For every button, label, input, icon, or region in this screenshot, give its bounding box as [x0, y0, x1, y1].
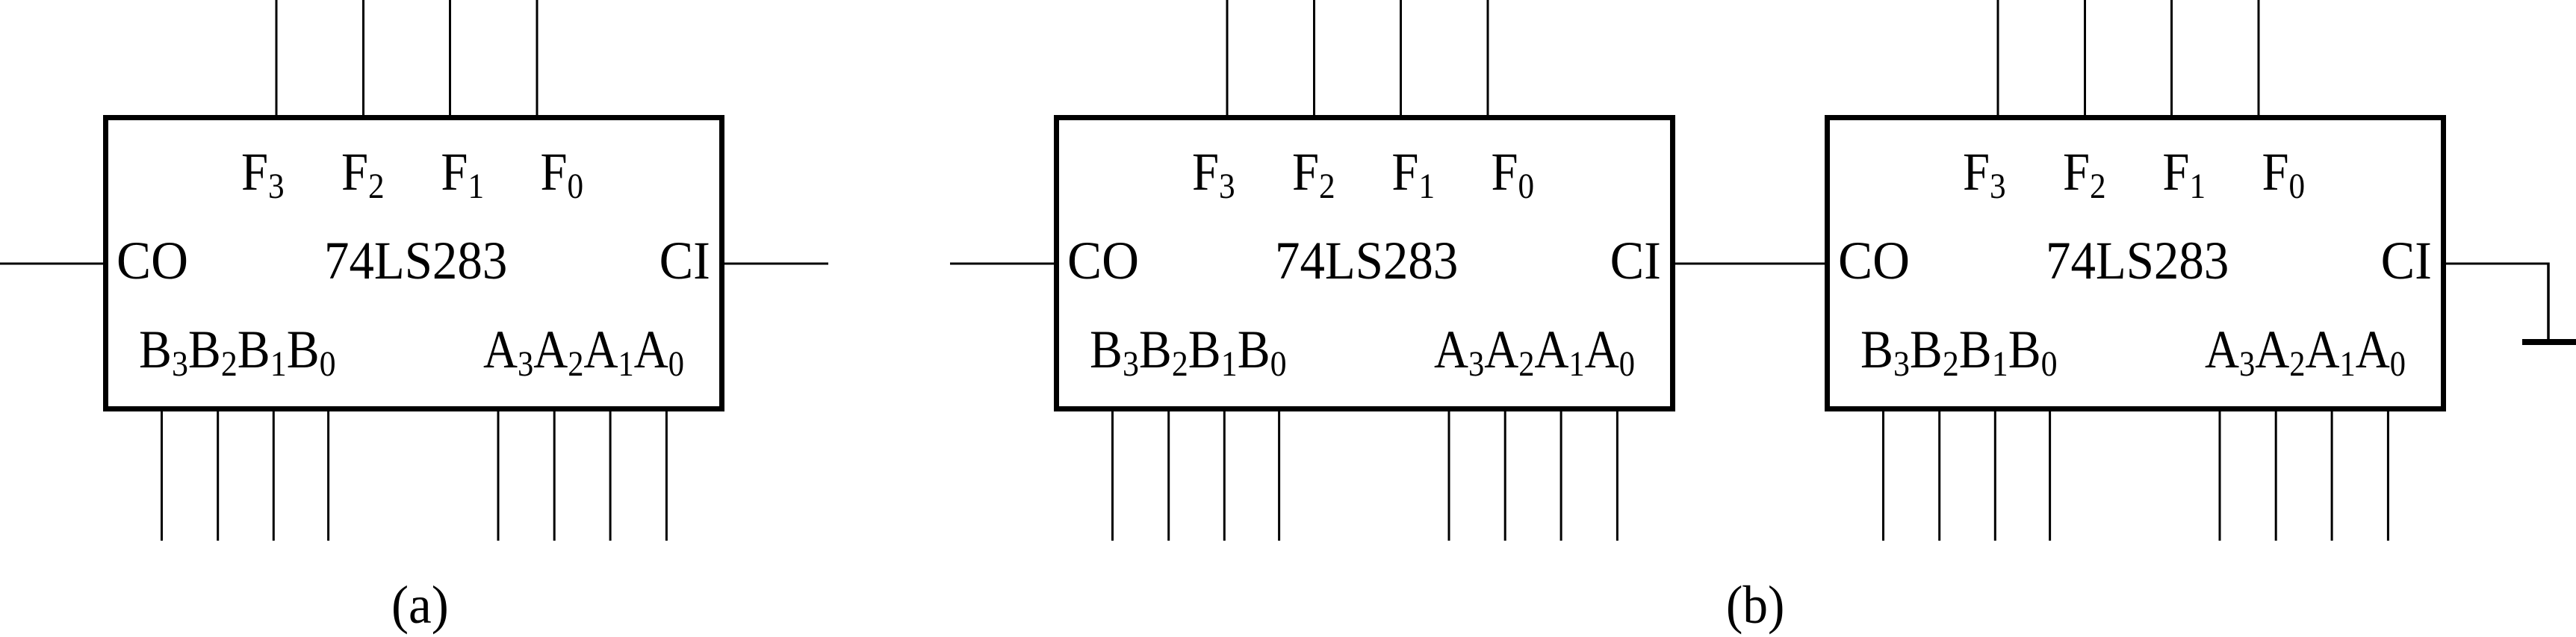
- svg-text:B3B2B1B0: B3B2B1B0: [139, 320, 336, 383]
- svg-text:F1: F1: [441, 142, 484, 206]
- svg-text:B3B2B1B0: B3B2B1B0: [1090, 320, 1287, 383]
- svg-text:F2: F2: [1292, 142, 1335, 206]
- svg-text:F0: F0: [2262, 142, 2306, 206]
- svg-text:CO: CO: [117, 232, 188, 291]
- svg-text:F0: F0: [541, 142, 584, 206]
- svg-text:74LS283: 74LS283: [1275, 232, 1458, 291]
- svg-text:A3A2A1A0: A3A2A1A0: [483, 319, 684, 383]
- svg-text:CI: CI: [2381, 231, 2432, 290]
- svg-text:A3A2A1A0: A3A2A1A0: [1434, 319, 1635, 383]
- svg-text:CI: CI: [659, 231, 710, 290]
- svg-text:(b): (b): [1726, 576, 1784, 636]
- svg-text:F3: F3: [241, 142, 285, 206]
- svg-text:74LS283: 74LS283: [324, 232, 507, 291]
- svg-text:CO: CO: [1838, 232, 1910, 291]
- svg-text:CO: CO: [1067, 232, 1139, 291]
- svg-text:B3B2B1B0: B3B2B1B0: [1860, 320, 2058, 383]
- svg-text:F0: F0: [1492, 142, 1535, 206]
- svg-text:F2: F2: [341, 142, 385, 206]
- svg-text:A3A2A1A0: A3A2A1A0: [2205, 319, 2406, 383]
- svg-text:F2: F2: [2063, 142, 2106, 206]
- svg-text:F1: F1: [1391, 142, 1435, 206]
- svg-text:F1: F1: [2162, 142, 2206, 206]
- svg-text:74LS283: 74LS283: [2046, 232, 2229, 291]
- svg-text:F3: F3: [1963, 142, 2006, 206]
- svg-text:(a): (a): [391, 576, 449, 636]
- svg-text:F3: F3: [1192, 142, 1235, 206]
- svg-text:CI: CI: [1610, 231, 1661, 290]
